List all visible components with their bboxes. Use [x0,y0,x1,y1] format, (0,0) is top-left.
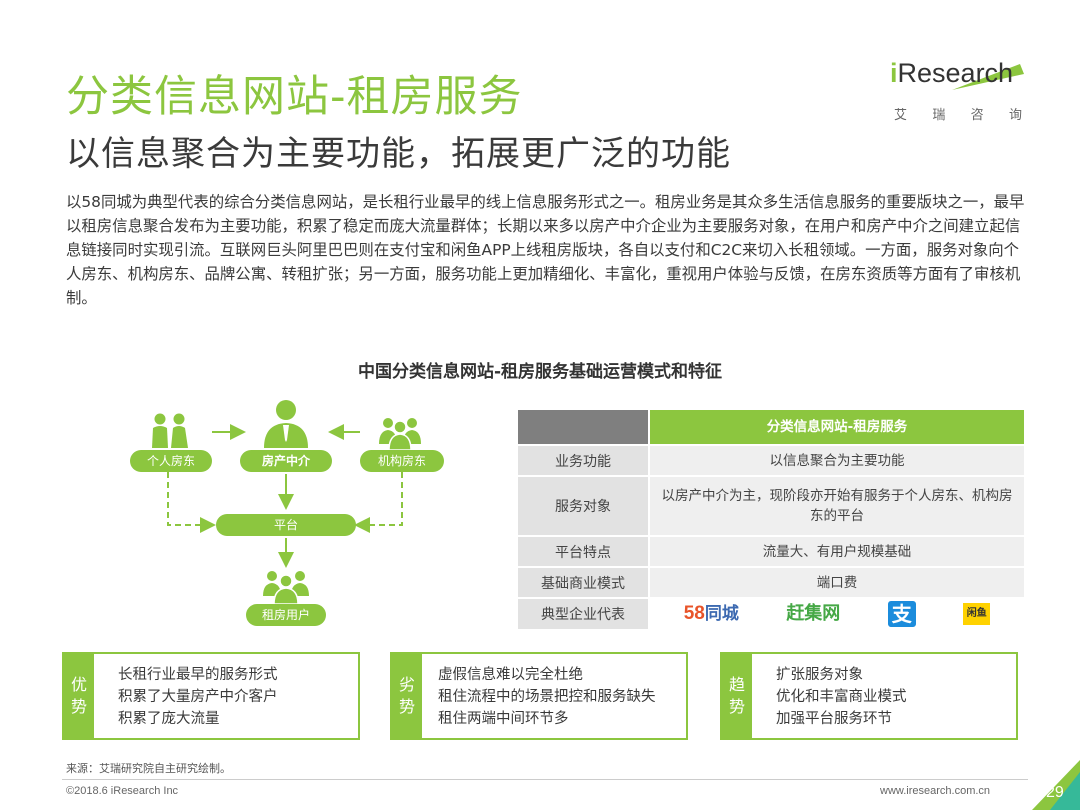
logo-wordmark: iResearch [890,58,1014,88]
logo-char: 询 [1008,108,1022,123]
footer-divider [62,779,1028,780]
renter-users-icon [263,571,309,604]
logo-swoosh-icon [952,64,1024,90]
real-estate-agent-label: 房产中介 [240,450,332,472]
source-note: 来源：艾瑞研究院自主研究绘制。 [66,762,231,775]
feature-table: 分类信息网站-租房服务 业务功能 以信息聚合为主要功能 服务对象 以房产中介为主… [518,410,1024,631]
table-row: 平台特点 流量大、有用户规模基础 [518,537,1024,566]
website-url: www.iresearch.com.cn [880,785,991,797]
table-row: 服务对象 以房产中介为主，现阶段亦开始有服务于个人房东、机构房东的平台 [518,477,1024,535]
institutional-landlord-label: 机构房东 [360,450,444,472]
row-value: 以信息聚合为主要功能 [650,446,1024,475]
platform-label: 平台 [216,514,356,536]
logo-char: 瑞 [932,108,946,123]
brand-logos: 58同城 赶集网 支 闲鱼 [650,599,1024,629]
logo-chinese-name: 艾 瑞 咨 询 [894,104,1022,123]
page-subtitle: 以信息聚合为主要功能，拓展更广泛的功能 [66,134,731,174]
page-number: 29 [1046,784,1064,801]
ganji-logo: 赶集网 [786,603,841,624]
advantages-box: 优势 长租行业最早的服务形式 积累了大量房产中介客户 积累了庞大流量 [62,652,360,740]
logo-char: 咨 [970,108,984,123]
page-title: 分类信息网站-租房服务 [66,72,523,122]
alipay-logo: 支 [887,601,916,627]
table-header: 分类信息网站-租房服务 [650,410,1024,444]
table-header-blank [518,410,648,444]
individual-landlord-icon [152,413,188,448]
table-header-row: 分类信息网站-租房服务 [518,410,1024,444]
institutional-landlord-icon [379,418,421,450]
advantages-tag: 优势 [64,654,94,738]
table-row: 业务功能 以信息聚合为主要功能 [518,446,1024,475]
list-item: 积累了庞大流量 [118,711,220,727]
trends-tag: 趋势 [722,654,752,738]
row-label: 服务对象 [518,477,648,535]
operation-flow-diagram: 个人房东 房产中介 机构房东 平台 租房用户 [120,392,480,632]
flow-connectors [167,424,403,568]
list-item: 加强平台服务环节 [776,711,892,727]
row-label: 基础商业模式 [518,568,648,597]
list-item: 租住两端中间环节多 [438,711,569,727]
copyright: ©2018.6 iResearch Inc [66,785,179,797]
disadvantages-list: 虚假信息难以完全杜绝 租住流程中的场景把控和服务缺失 租住两端中间环节多 [438,664,656,730]
disadvantages-tag: 劣势 [392,654,422,738]
advantages-list: 长租行业最早的服务形式 积累了大量房产中介客户 积累了庞大流量 [118,664,278,730]
real-estate-agent-icon [264,400,308,448]
iresearch-logo: iResearch 艾 瑞 咨 询 [890,58,1030,128]
list-item: 虚假信息难以完全杜绝 [438,667,583,683]
list-item: 积累了大量房产中介客户 [118,689,278,705]
disadvantages-box: 劣势 虚假信息难以完全杜绝 租住流程中的场景把控和服务缺失 租住两端中间环节多 [390,652,688,740]
row-label: 业务功能 [518,446,648,475]
row-value: 端口费 [650,568,1024,597]
diagram-title: 中国分类信息网站-租房服务基础运营模式和特征 [357,362,723,382]
row-value: 流量大、有用户规模基础 [650,537,1024,566]
list-item: 租住流程中的场景把控和服务缺失 [438,689,656,705]
renter-users-label: 租房用户 [246,604,326,626]
list-item: 优化和丰富商业模式 [776,689,907,705]
row-label: 典型企业代表 [518,599,648,629]
xianyu-logo: 闲鱼 [963,603,991,625]
table-row: 典型企业代表 58同城 赶集网 支 闲鱼 [518,599,1024,629]
row-value: 以房产中介为主，现阶段亦开始有服务于个人房东、机构房东的平台 [650,477,1024,535]
intro-paragraph: 以58同城为典型代表的综合分类信息网站，是长租行业最早的线上信息服务形式之一。租… [66,193,1025,307]
58-tongcheng-logo: 58同城 [683,603,739,624]
list-item: 长租行业最早的服务形式 [118,667,278,683]
table-row: 基础商业模式 端口费 [518,568,1024,597]
list-item: 扩张服务对象 [776,667,863,683]
trends-list: 扩张服务对象 优化和丰富商业模式 加强平台服务环节 [776,664,907,730]
trends-box: 趋势 扩张服务对象 优化和丰富商业模式 加强平台服务环节 [720,652,1018,740]
row-label: 平台特点 [518,537,648,566]
individual-landlord-label: 个人房东 [130,450,212,472]
page-corner-decoration [1032,760,1080,810]
logo-char: 艾 [894,108,908,123]
